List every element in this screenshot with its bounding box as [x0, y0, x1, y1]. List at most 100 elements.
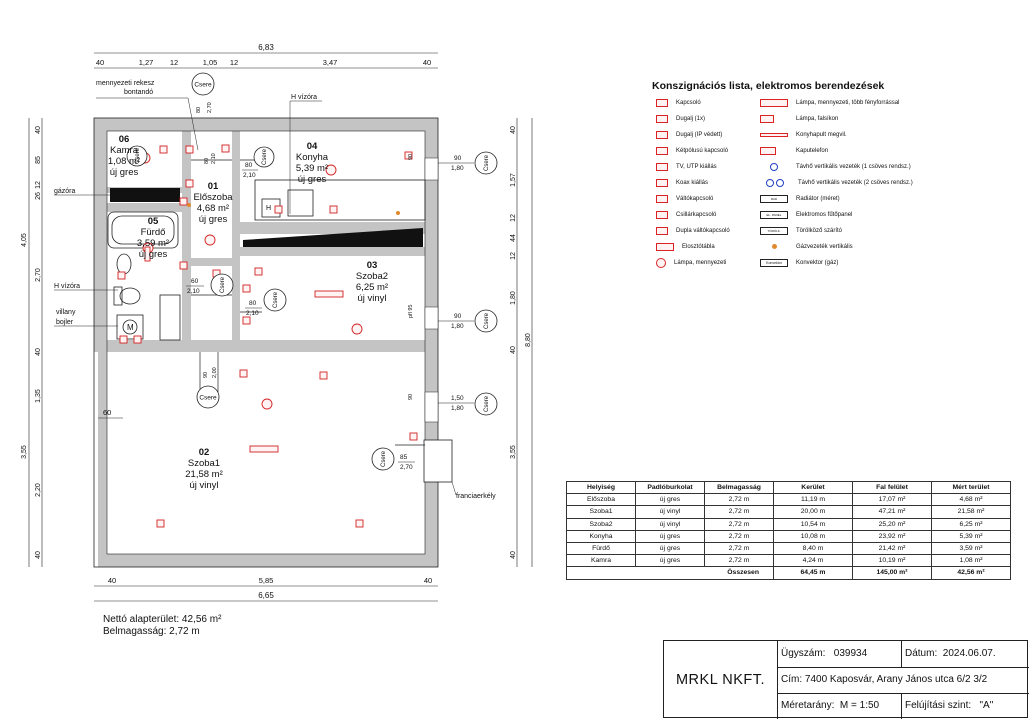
- svg-text:Csere: Csere: [484, 395, 490, 412]
- socket-icon: [409, 432, 418, 441]
- legend-title: Konszignációs lista, elektromos berendez…: [652, 80, 885, 92]
- legend-item: Koax kiállás: [656, 178, 708, 187]
- csere-marker: Csere: [474, 309, 498, 333]
- room-name: Kamra: [110, 145, 139, 156]
- svg-text:1,80: 1,80: [451, 165, 464, 172]
- svg-text:Csere: Csere: [135, 147, 141, 164]
- room-area: 4,68 m²: [197, 203, 229, 214]
- room-floor: új vinyl: [189, 480, 218, 491]
- ceiling-lamp-icon: [656, 257, 666, 268]
- table-header: Belmagasság: [704, 480, 774, 495]
- csere-marker: Csere: [263, 288, 287, 312]
- socket-icon: [117, 271, 126, 280]
- svg-text:60: 60: [103, 408, 111, 417]
- renovation-level: Felújítási szint: "A": [905, 700, 994, 711]
- socket-icon: [656, 114, 668, 123]
- gas-pipe-icons: [187, 203, 400, 215]
- dim-right: 1,80: [510, 291, 517, 305]
- ceiling-lamp-icon: [351, 323, 363, 335]
- socket-icon: [185, 145, 194, 154]
- table-header: Helyiség: [566, 480, 636, 495]
- room-number: 06: [119, 134, 130, 145]
- legend-item: Csillárkapcsoló: [656, 210, 716, 219]
- legend-item: Lámpa, mennyezeti: [656, 257, 726, 268]
- svg-text:H vízóra: H vízóra: [291, 94, 317, 101]
- socket-icon: [404, 151, 413, 160]
- double-changeover-icon: [656, 226, 668, 235]
- svg-text:2,10: 2,10: [211, 153, 217, 164]
- room-name: Szoba1: [188, 458, 220, 469]
- dim-left: 2,20: [35, 483, 42, 497]
- csere-marker: Csere: [474, 392, 498, 416]
- csere-markers: Csere Csere Csere Csere Csere Csere Cser…: [126, 72, 498, 416]
- legend-item: Távhő vertikális vezeték (2 csöves rends…: [760, 178, 913, 187]
- socket-icon: [221, 144, 230, 153]
- room-number: 02: [199, 447, 210, 458]
- legend-item: Elosztótábla: [656, 242, 715, 251]
- dim-segment: 5,85: [259, 576, 274, 585]
- room-area: 6,25 m²: [356, 282, 388, 293]
- electrical-symbols: [117, 144, 418, 528]
- socket-icon: [133, 335, 142, 344]
- title-block: MRKL NKFT. Ügyszám: 039934 Dátum: 2024.0…: [663, 640, 1029, 719]
- svg-text:80: 80: [245, 162, 253, 169]
- csere-marker: Csere: [474, 151, 498, 175]
- opening-labels: 80 2,10 80 2,10 60 2,10 80 2,10 90 2,00 …: [98, 102, 474, 471]
- toilet-icon: [119, 287, 141, 305]
- ceiling-lamp-icon: [261, 398, 273, 410]
- dim-left: 26: [35, 192, 42, 200]
- room-name: Szoba2: [356, 271, 388, 282]
- svg-text:1,80: 1,80: [451, 405, 464, 412]
- dim-right: 40: [510, 126, 517, 134]
- chandelier-switch-icon: [656, 210, 668, 219]
- room-name: Konyha: [296, 152, 329, 163]
- svg-text:80: 80: [204, 158, 210, 164]
- changeover-switch-icon: [656, 194, 668, 203]
- legend-item: Távhő vertikális vezeték (1 csöves rends…: [760, 162, 911, 171]
- table-total-row: Összesen 64,45 m 145,00 m² 42,56 m²: [566, 566, 1011, 580]
- room-number: 01: [208, 181, 219, 192]
- double-switch-icon: [656, 146, 668, 155]
- svg-text:franciaerkély: franciaerkély: [456, 493, 496, 500]
- wall-lamp-icon: [760, 114, 774, 123]
- svg-text:Csere: Csere: [381, 450, 387, 467]
- dim-left: 12: [35, 181, 42, 189]
- svg-text:90: 90: [408, 394, 414, 400]
- legend-item: Kétpólusú kapcsoló: [656, 146, 728, 155]
- dim-right: 12: [510, 214, 517, 222]
- sink-icon: [116, 253, 132, 275]
- table-header: Mért terület: [931, 480, 1011, 495]
- case-number: Ügyszám: 039934: [781, 648, 868, 659]
- table-header: Kerület: [773, 480, 853, 495]
- legend-grid: Kapcsoló Dugalj (1x) Dugalj (IP védett) …: [652, 98, 982, 278]
- legend-item: Váltókapcsoló: [656, 194, 713, 203]
- water-pipe-2-icon: [766, 178, 774, 187]
- area-summary: Nettó alapterület: 42,56 m² Belmagasság:…: [103, 614, 221, 638]
- room-area: 3,59 m²: [137, 238, 169, 249]
- svg-text:2,70: 2,70: [400, 464, 413, 471]
- legend-item: Lámpa, mennyezeti, több fényforrással: [760, 98, 899, 107]
- svg-text:bontandó: bontandó: [124, 89, 153, 96]
- svg-text:2,10: 2,10: [246, 310, 259, 317]
- svg-text:2,00: 2,00: [212, 367, 218, 378]
- csere-marker: [371, 447, 395, 471]
- svg-text:2,10: 2,10: [243, 172, 256, 179]
- convector-icon: Konvektor: [760, 258, 788, 267]
- room-floor: új gres: [199, 214, 228, 225]
- legend: Konszignációs lista, elektromos berendez…: [652, 80, 982, 278]
- room-number: 05: [148, 216, 159, 227]
- dim-segment: 40: [108, 576, 116, 585]
- room-name: Előszoba: [193, 192, 233, 203]
- room-floor: új vinyl: [357, 293, 386, 304]
- switch-icon: [656, 98, 668, 107]
- csere-marker: Csere: [253, 146, 275, 168]
- kitchen-counter: [254, 179, 426, 221]
- plan-annotations: mennyezeti rekesz bontandó H vízóra gázó…: [54, 80, 496, 500]
- svg-text:H vízóra: H vízóra: [54, 283, 80, 290]
- csere-marker: Csere: [191, 72, 215, 96]
- socket-icon: [185, 179, 194, 188]
